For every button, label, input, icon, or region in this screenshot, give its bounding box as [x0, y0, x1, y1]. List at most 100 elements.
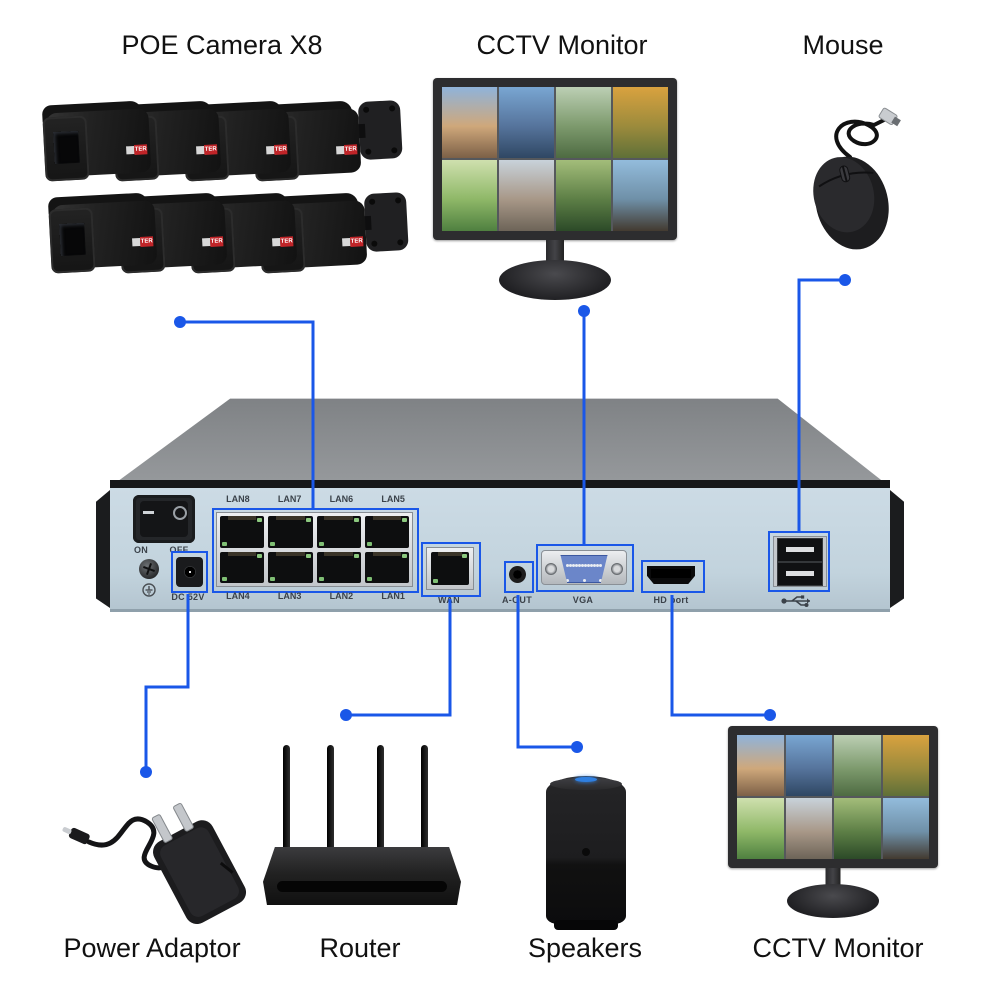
cctv-monitor-top: [433, 78, 677, 300]
rj45-port: [220, 551, 265, 583]
power-switch: [133, 495, 195, 543]
label-router: Router: [319, 933, 401, 963]
wall-mount-bracket: [363, 191, 409, 253]
camera-front: [48, 207, 96, 274]
wall-mount-bracket: [357, 99, 403, 161]
vga-port-box: [536, 544, 634, 592]
lan-port-box: [212, 508, 419, 593]
speaker-foot: [554, 920, 618, 930]
port-label-lan4: LAN4: [226, 591, 250, 601]
audio-out-box: [504, 561, 534, 593]
audio-out-jack: [509, 566, 526, 583]
camera-view-forest-path: [556, 160, 611, 231]
screw: [139, 559, 159, 579]
port-label-lan8: LAN8: [226, 494, 250, 504]
monitor-base: [499, 260, 611, 300]
barrel-plug: [62, 827, 90, 845]
mouse-image: [813, 107, 901, 250]
wan-port-box: [421, 542, 481, 597]
usb-port-box: [768, 531, 830, 592]
camera-view-pier-water: [882, 798, 929, 859]
rj45-port: [316, 551, 361, 583]
dc-port-box: [171, 551, 208, 593]
brand-logo: TER: [196, 144, 218, 155]
nvr-left-edge: [96, 490, 110, 608]
label-mouse: Mouse: [802, 30, 884, 60]
brand-logo: TER: [202, 236, 224, 247]
rj45-port: [316, 516, 361, 548]
camera-front: [42, 115, 90, 182]
camera-view-autumn-trees: [882, 735, 929, 796]
audio-out-label: A-OUT: [502, 595, 532, 605]
dc-power-jack: [176, 557, 203, 587]
port-label-lan3: LAN3: [277, 591, 302, 601]
camera-view-patio-garden: [556, 87, 611, 158]
nvr-top-edge: [110, 480, 890, 490]
speaker-led: [575, 777, 597, 782]
usb-icon: [781, 595, 810, 607]
lan-ports: [216, 512, 413, 587]
nvr-right-edge: [890, 490, 904, 608]
router-antenna: [327, 745, 334, 853]
camera-view-driveway-house: [737, 735, 784, 796]
label-cctv-monitor-top: CCTV Monitor: [476, 30, 648, 60]
camera-view-pier-water: [613, 160, 668, 231]
router-body: [263, 847, 461, 905]
camera-view-driveway-house: [442, 87, 497, 158]
port-label-lan1: LAN1: [381, 591, 405, 601]
router-antenna: [377, 745, 384, 853]
camera-view-apple-orchard: [737, 798, 784, 859]
rj45-port: [364, 551, 409, 583]
port-label-lan2: LAN2: [329, 591, 354, 601]
brand-logo: TER: [336, 144, 358, 155]
brand-logo: TER: [132, 236, 154, 247]
power-adaptor-image: [62, 803, 247, 924]
router-image: [263, 745, 461, 907]
poe-camera: TER: [36, 96, 193, 196]
vga-port: [541, 550, 627, 585]
cctv-monitor-bottom: [728, 726, 938, 918]
camera-view-apartment-building: [499, 160, 554, 231]
rj45-port: [268, 516, 313, 548]
switch-off-label: OFF: [169, 545, 189, 555]
speaker-button: [582, 848, 590, 856]
brand-logo: TER: [272, 236, 294, 247]
monitor-screen: [442, 87, 668, 231]
rj45-port: [268, 551, 313, 583]
camera-view-blue-house: [499, 87, 554, 158]
label-poe-camera: POE Camera X8: [121, 30, 323, 60]
camera-lens: [53, 130, 80, 165]
hdmi-port: [647, 566, 695, 584]
wan-port: [426, 547, 474, 590]
switch-on-label: ON: [133, 545, 149, 555]
label-cctv-monitor-bottom: CCTV Monitor: [752, 933, 924, 963]
brand-logo: TER: [266, 144, 288, 155]
ground-symbol: [142, 583, 156, 597]
monitor-screen: [737, 735, 929, 859]
router-slot: [277, 881, 447, 892]
poe-camera: TER: [42, 188, 199, 288]
label-power-adaptor: Power Adaptor: [63, 933, 241, 963]
camera-view-apartment-building: [785, 798, 832, 859]
port-label-lan6: LAN6: [329, 494, 354, 504]
router-antenna: [421, 745, 428, 853]
router-antenna: [283, 745, 290, 853]
dc-label: DC 52V: [171, 592, 205, 602]
monitor-base: [787, 884, 879, 918]
speaker-image: [546, 776, 626, 930]
camera-view-blue-house: [785, 735, 832, 796]
brand-logo: TER: [342, 236, 364, 247]
camera-view-forest-path: [834, 798, 881, 859]
camera-view-patio-garden: [834, 735, 881, 796]
vga-label: VGA: [572, 595, 594, 605]
brand-logo: TER: [126, 144, 148, 155]
usb-ports: [773, 536, 827, 587]
camera-view-autumn-trees: [613, 87, 668, 158]
port-label-lan5: LAN5: [381, 494, 405, 504]
hdmi-port-box: [641, 560, 705, 593]
camera-lens: [59, 222, 86, 257]
label-speakers: Speakers: [527, 933, 643, 963]
